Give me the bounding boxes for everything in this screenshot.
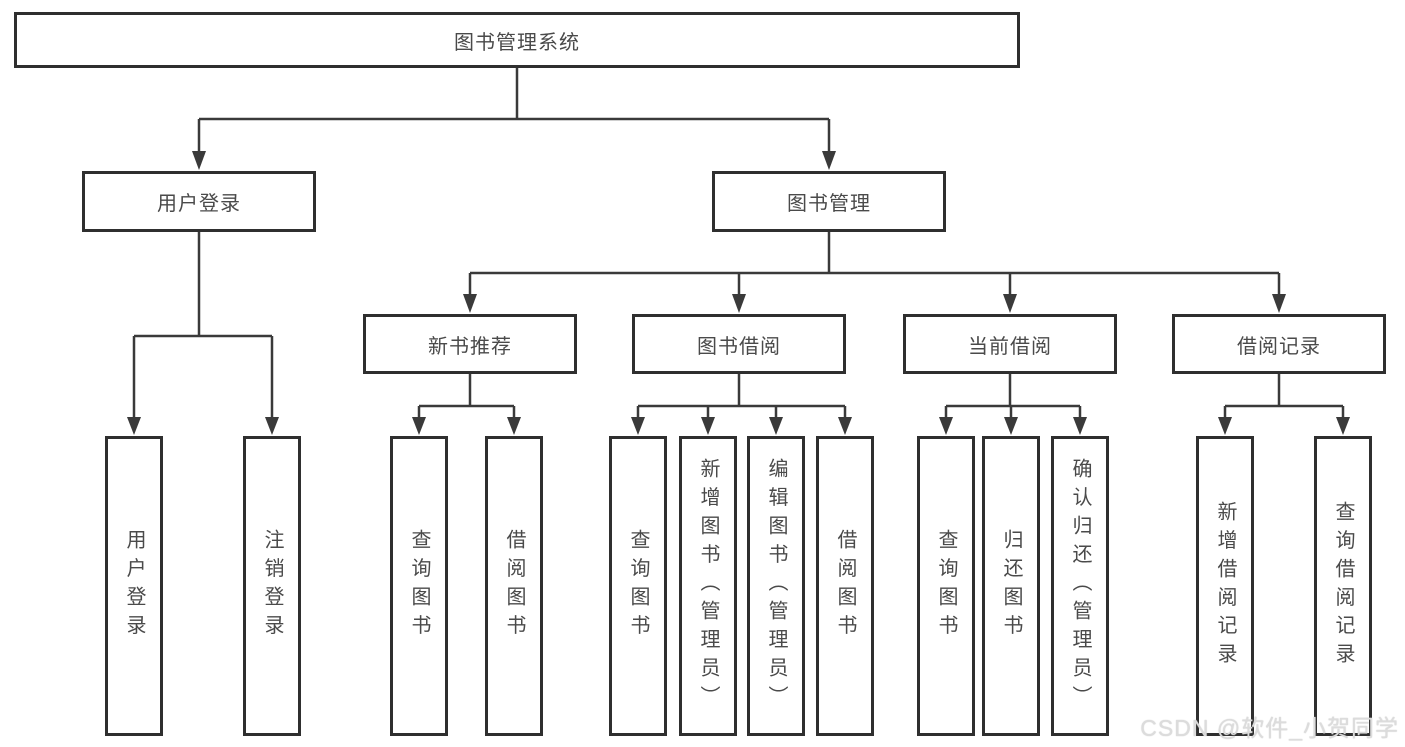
node-library-system-label: 图书管理系统 — [454, 31, 580, 54]
arrowheads — [127, 151, 1350, 435]
arrowhead — [939, 417, 953, 435]
leaf-user-login: 用户登录 — [105, 436, 163, 736]
leaf-add-books-admin: 新增图书（管理员） — [679, 436, 737, 736]
arrowhead — [265, 417, 279, 435]
leaf-query-books-current: 查询图书 — [917, 436, 975, 736]
leaf-return-books: 归还图书 — [982, 436, 1040, 736]
leaf-borrow-books-recommend: 借阅图书 — [485, 436, 543, 736]
node-book-borrow: 图书借阅 — [632, 314, 846, 374]
node-user-login: 用户登录 — [82, 171, 316, 232]
connector-root-to-level2 — [197, 68, 831, 154]
arrowhead — [732, 294, 746, 313]
connector-borrow-records-bus — [1223, 374, 1345, 420]
arrowhead — [1004, 417, 1018, 435]
connector-user-login-bus — [132, 232, 274, 419]
leaf-query-borrow-record-label: 查询借阅记录 — [1332, 500, 1354, 672]
leaf-add-books-admin-label: 新增图书（管理员） — [697, 458, 719, 714]
node-current-borrow-label: 当前借阅 — [968, 335, 1052, 358]
node-borrow-records-label: 借阅记录 — [1237, 335, 1321, 358]
connector-book-borrow-bus — [636, 374, 847, 420]
arrowhead — [1336, 417, 1350, 435]
arrowhead — [192, 151, 206, 170]
leaf-query-borrow-record: 查询借阅记录 — [1314, 436, 1372, 736]
node-book-borrow-label: 图书借阅 — [697, 335, 781, 358]
node-borrow-records: 借阅记录 — [1172, 314, 1386, 374]
arrowhead — [769, 417, 783, 435]
arrowhead — [631, 417, 645, 435]
leaf-borrow-books-label: 借阅图书 — [834, 529, 856, 643]
node-new-book-recommend: 新书推荐 — [363, 314, 577, 374]
leaf-confirm-return-admin: 确认归还（管理员） — [1051, 436, 1109, 736]
leaf-edit-books-admin-label: 编辑图书（管理员） — [765, 458, 787, 714]
leaf-edit-books-admin: 编辑图书（管理员） — [747, 436, 805, 736]
leaf-return-books-label: 归还图书 — [1000, 529, 1022, 643]
connector-new-book-bus — [417, 374, 516, 420]
node-library-system: 图书管理系统 — [14, 12, 1020, 68]
arrowhead — [701, 417, 715, 435]
leaf-logout-label: 注销登录 — [261, 529, 283, 643]
leaf-logout: 注销登录 — [243, 436, 301, 736]
leaf-confirm-return-admin-label: 确认归还（管理员） — [1069, 458, 1091, 714]
leaf-add-borrow-record: 新增借阅记录 — [1196, 436, 1254, 736]
leaf-query-books-recommend: 查询图书 — [390, 436, 448, 736]
leaf-user-login-label: 用户登录 — [123, 529, 145, 643]
leaf-query-books-borrow: 查询图书 — [609, 436, 667, 736]
connector-book-management-bus — [468, 232, 1281, 297]
node-current-borrow: 当前借阅 — [903, 314, 1117, 374]
arrowhead — [412, 417, 426, 435]
leaf-add-borrow-record-label: 新增借阅记录 — [1214, 500, 1236, 672]
arrowhead — [507, 417, 521, 435]
leaf-query-books-recommend-label: 查询图书 — [408, 529, 430, 643]
arrowhead — [1272, 294, 1286, 313]
arrowhead — [1003, 294, 1017, 313]
leaf-borrow-books-recommend-label: 借阅图书 — [503, 529, 525, 643]
arrowhead — [1073, 417, 1087, 435]
connector-current-borrow-bus — [944, 374, 1082, 420]
arrowhead — [1218, 417, 1232, 435]
node-book-management: 图书管理 — [712, 171, 946, 232]
leaf-query-books-borrow-label: 查询图书 — [627, 529, 649, 643]
node-book-management-label: 图书管理 — [787, 193, 871, 215]
node-new-book-recommend-label: 新书推荐 — [428, 335, 512, 358]
arrowhead — [463, 294, 477, 313]
leaf-borrow-books: 借阅图书 — [816, 436, 874, 736]
arrowhead — [822, 151, 836, 170]
leaf-query-books-current-label: 查询图书 — [935, 529, 957, 643]
arrowhead — [127, 417, 141, 435]
arrowhead — [838, 417, 852, 435]
node-user-login-label: 用户登录 — [157, 193, 241, 215]
